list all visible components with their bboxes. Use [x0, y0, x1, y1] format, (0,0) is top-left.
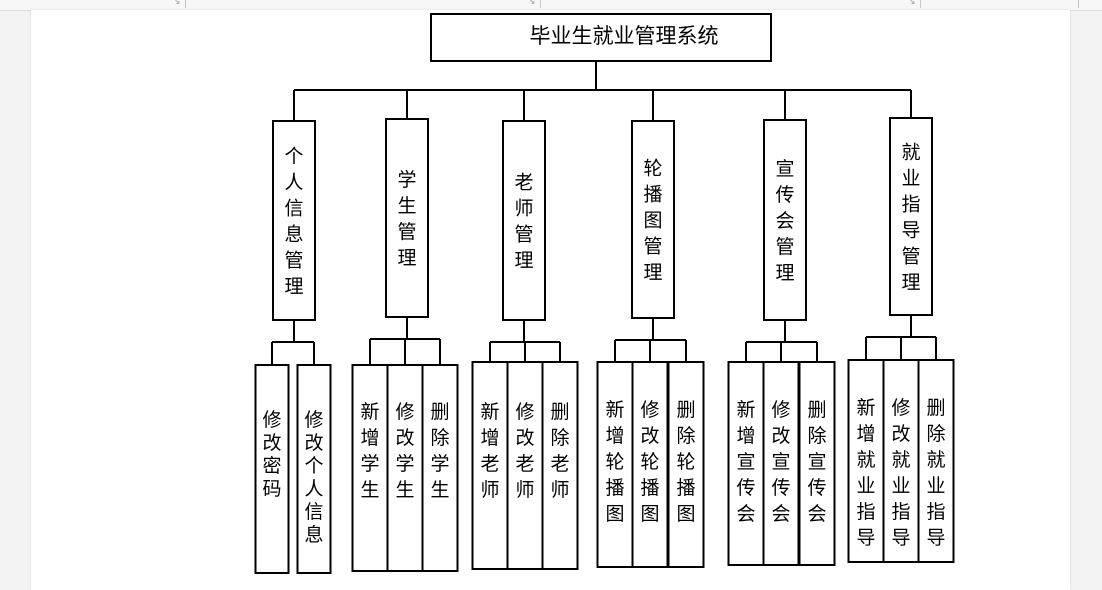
- module-label: 个人信息管理: [284, 146, 303, 298]
- ruler-tick: [1078, 0, 1079, 8]
- ruler-arrow-icon: ↘: [528, 0, 536, 7]
- leaf-box: [386, 364, 424, 572]
- module-label: 学生管理: [397, 169, 416, 269]
- leaf-box: [351, 364, 389, 572]
- module-label: 轮播图管理: [643, 158, 662, 284]
- leaf-label: 修改个人信息: [304, 409, 323, 546]
- module-box: [502, 120, 546, 321]
- leaf-box: [254, 364, 290, 574]
- leaf-label: 删除宣传会: [807, 399, 826, 525]
- leaf-box: [421, 364, 459, 572]
- ruler-tick: [540, 0, 541, 8]
- root-node-box: [430, 13, 772, 62]
- leaf-box: [762, 361, 800, 566]
- ruler-tick: [185, 0, 186, 8]
- leaf-label: 删除学生: [430, 401, 449, 501]
- leaf-box: [296, 364, 332, 574]
- leaf-label: 新增轮播图: [605, 399, 624, 525]
- module-box: [385, 118, 429, 318]
- leaf-box: [667, 361, 705, 568]
- leaf-box: [631, 361, 669, 568]
- leaf-label: 修改轮播图: [640, 399, 659, 525]
- leaf-box: [847, 359, 885, 563]
- leaf-box: [541, 361, 579, 570]
- module-label: 宣传会管理: [775, 158, 794, 284]
- module-box: [631, 120, 675, 319]
- leaf-label: 新增老师: [480, 401, 499, 501]
- leaf-box: [798, 361, 836, 566]
- leaf-label: 修改老师: [515, 401, 534, 501]
- leaf-label: 删除老师: [550, 401, 569, 501]
- leaf-label: 新增学生: [360, 401, 379, 501]
- module-box: [889, 117, 933, 316]
- leaf-box: [917, 359, 955, 563]
- ruler-tick: [920, 0, 921, 8]
- leaf-label: 修改学生: [395, 401, 414, 501]
- leaf-label: 修改密码: [262, 409, 281, 500]
- module-label: 老师管理: [514, 172, 533, 272]
- leaf-label: 新增就业指导: [856, 397, 875, 549]
- leaf-label: 新增宣传会: [736, 399, 755, 525]
- leaf-label: 删除就业指导: [926, 397, 945, 549]
- module-box: [763, 119, 807, 321]
- module-label: 就业指导管理: [901, 142, 920, 294]
- root-node-label: 毕业生就业管理系统: [530, 24, 719, 48]
- ruler-arrow-icon: ↘: [908, 0, 916, 7]
- leaf-box: [471, 361, 509, 570]
- leaf-label: 修改就业指导: [891, 397, 910, 549]
- ruler-arrow-icon: ↘: [173, 0, 181, 7]
- leaf-label: 删除轮播图: [676, 399, 695, 525]
- leaf-label: 修改宣传会: [771, 399, 790, 525]
